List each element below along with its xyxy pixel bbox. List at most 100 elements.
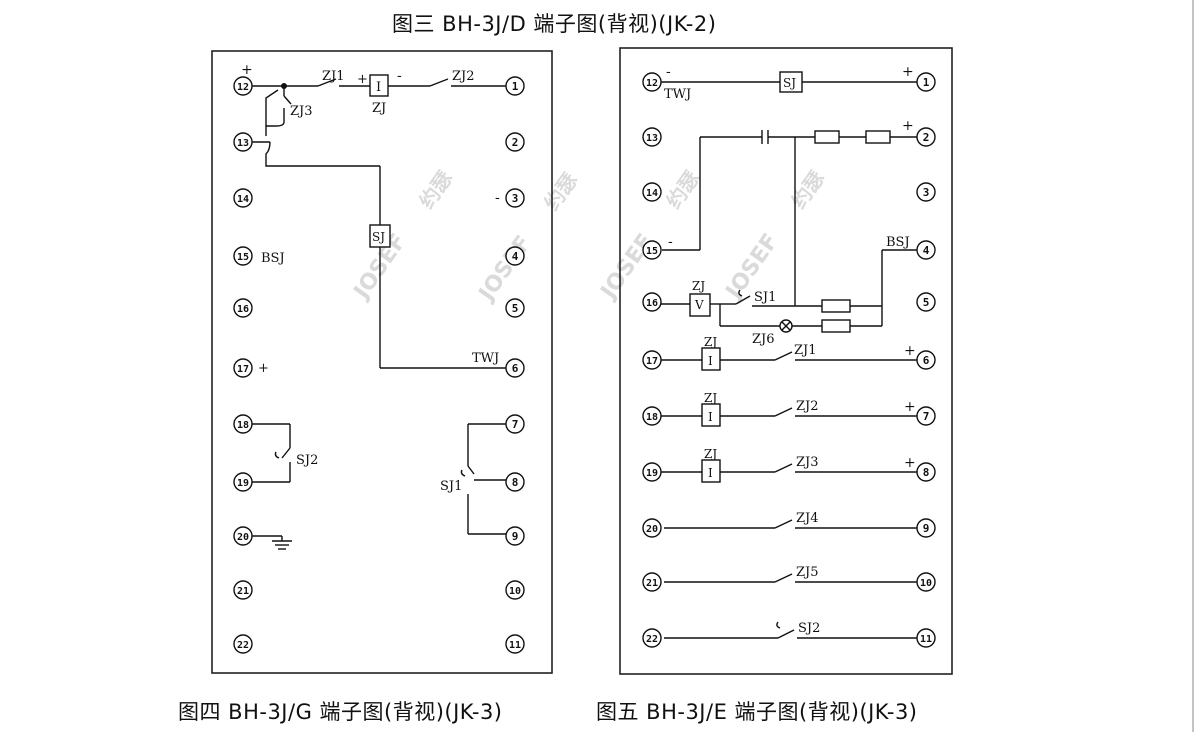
- junction-dot: [281, 83, 287, 89]
- label-sj1: SJ1: [440, 479, 462, 494]
- terminal-circle: [233, 526, 253, 546]
- terminal-circle: [916, 572, 936, 592]
- terminal-circle: [642, 406, 662, 426]
- terminal-circle: [505, 76, 525, 96]
- terminal-number: 15: [646, 246, 658, 257]
- terminal-number: 8: [512, 476, 519, 489]
- terminal-g-left-15: 15: [233, 246, 253, 266]
- terminal-g-right-8: 8: [505, 472, 525, 492]
- terminal-circle: [233, 358, 253, 378]
- terminal-circle: [233, 188, 253, 208]
- label-sj1: SJ1: [754, 290, 776, 305]
- terminal-number: 14: [237, 194, 249, 205]
- label-sj2: SJ2: [798, 621, 820, 636]
- terminal-g-left-18: 18: [233, 414, 253, 434]
- terminal-number: 18: [646, 412, 658, 423]
- terminal-circle: [642, 518, 662, 538]
- terminal-circle: [916, 406, 936, 426]
- terminal-number: 19: [646, 468, 658, 479]
- terminal-circle: [916, 462, 936, 482]
- terminal-circle: [233, 634, 253, 654]
- figure3-caption: 图三 BH-3J/D 端子图(背视)(JK-2): [392, 12, 717, 36]
- terminal-g-right-7: 7: [505, 414, 525, 434]
- terminal-g-right-6: 6: [505, 358, 525, 378]
- terminal-circle: [642, 127, 662, 147]
- terminal-number: 6: [512, 362, 519, 375]
- terminal-number: 20: [237, 532, 249, 543]
- terminal-number: 2: [512, 136, 519, 149]
- label-zj2: ZJ2: [452, 69, 475, 84]
- terminal-number: 16: [237, 304, 249, 315]
- terminal-g-right-9: 9: [505, 526, 525, 546]
- terminal-e-left-17: 17: [642, 350, 662, 370]
- terminals: 1213141516171819202122123456789101112131…: [233, 72, 936, 654]
- terminal-g-left-16: 16: [233, 298, 253, 318]
- terminal-g-left-21: 21: [233, 580, 253, 600]
- terminal-number: 11: [920, 634, 932, 645]
- terminal-circle: [505, 526, 525, 546]
- terminal-number: 7: [923, 410, 930, 423]
- terminal-number: 11: [509, 640, 521, 651]
- terminal-number: 7: [512, 418, 519, 431]
- terminal-number: 19: [237, 478, 249, 489]
- terminal-circle: [505, 472, 525, 492]
- terminal-g-right-11: 11: [505, 634, 525, 654]
- terminal-circle: [916, 292, 936, 312]
- label-zj1: ZJ1: [322, 69, 345, 84]
- label-zj3: ZJ3: [290, 104, 313, 119]
- terminal-circle: [642, 350, 662, 370]
- terminal-e-right-8: 8: [916, 462, 936, 482]
- right-panel-labels: - TWJ SJ + + - BSJ ZJ V SJ1 ZJ6 ZJ I ZJ1…: [664, 64, 916, 636]
- terminal-circle: [642, 240, 662, 260]
- terminal-circle: [642, 292, 662, 312]
- terminal-circle: [916, 182, 936, 202]
- terminal-number: 12: [237, 82, 249, 93]
- terminal-circle: [642, 182, 662, 202]
- terminal-number: 10: [920, 578, 932, 589]
- zj-box-label: I: [376, 80, 381, 95]
- terminal-e-right-11: 11: [916, 628, 936, 648]
- terminal-circle: [505, 634, 525, 654]
- terminal-number: 21: [646, 578, 658, 589]
- terminal-e-left-15: 15: [642, 240, 662, 260]
- terminal-number: 10: [509, 586, 521, 597]
- terminal-number: 16: [646, 298, 658, 309]
- label-sj2: SJ2: [296, 453, 318, 468]
- terminal-e-right-4: 4: [916, 240, 936, 260]
- label-plus17: +: [258, 361, 269, 376]
- terminal-e-right-5: 5: [916, 292, 936, 312]
- terminal-circle: [233, 414, 253, 434]
- label-minus12: -: [666, 64, 671, 80]
- terminal-circle: [233, 132, 253, 152]
- terminal-e-left-13: 13: [642, 127, 662, 147]
- terminal-number: 15: [237, 252, 249, 263]
- i-box-label: I: [708, 466, 713, 480]
- terminal-circle: [916, 240, 936, 260]
- right-panel-frame: [619, 47, 953, 675]
- terminal-g-right-4: 4: [505, 246, 525, 266]
- terminal-e-right-9: 9: [916, 518, 936, 538]
- terminal-e-right-1: 1: [916, 72, 936, 92]
- terminal-circle: [916, 127, 936, 147]
- label-zj6: ZJ6: [752, 332, 775, 347]
- terminal-e-right-6: 6: [916, 350, 936, 370]
- watermark: JOSEF 约瑟 JOSEF 约瑟 JOSEF 约瑟 JOSEF 约瑟: [348, 166, 829, 307]
- terminal-circle: [233, 580, 253, 600]
- figure5-caption: 图五 BH-3J/E 端子图(背视)(JK-3): [596, 700, 918, 724]
- label-zj-plus: +: [357, 72, 368, 87]
- label-zj2: ZJ2: [796, 399, 819, 414]
- terminal-circle: [233, 76, 253, 96]
- label-zj4: ZJ4: [796, 511, 819, 526]
- terminal-circle: [505, 298, 525, 318]
- label-twj: TWJ: [472, 351, 499, 366]
- terminal-circle: [505, 358, 525, 378]
- terminal-circle: [233, 246, 253, 266]
- label-zj: ZJ: [372, 101, 386, 116]
- terminal-circle: [642, 462, 662, 482]
- terminal-e-right-3: 3: [916, 182, 936, 202]
- terminal-number: 22: [646, 634, 658, 645]
- watermark-cn: 约瑟: [539, 168, 582, 215]
- terminal-number: 6: [923, 354, 930, 367]
- label-minus3: -: [495, 190, 500, 206]
- terminal-g-left-19: 19: [233, 472, 253, 492]
